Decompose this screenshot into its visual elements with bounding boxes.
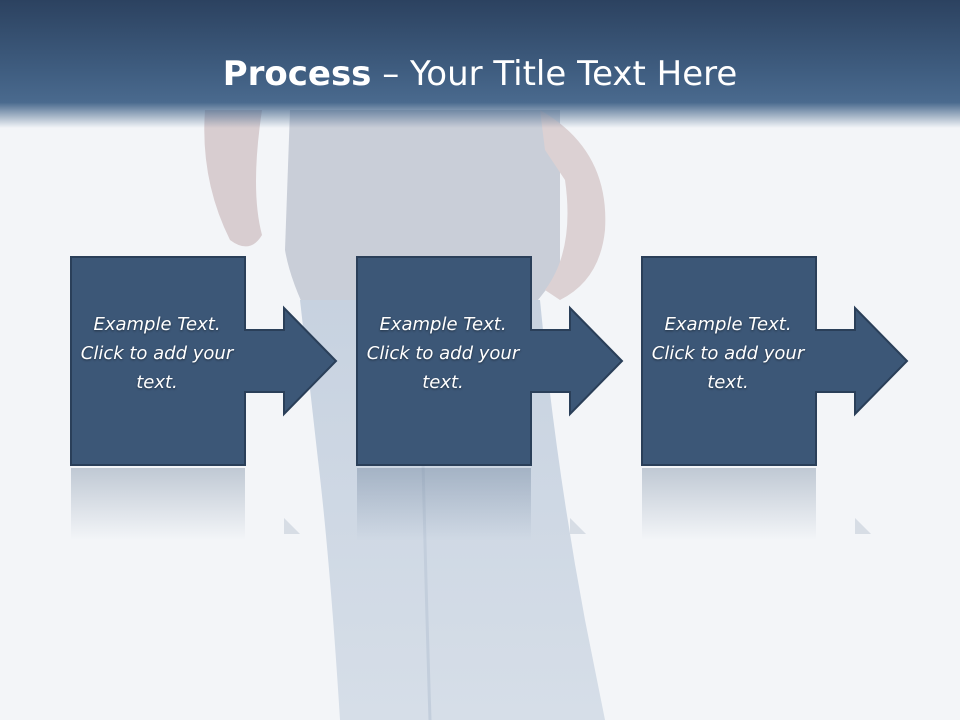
title-bold: Process bbox=[222, 54, 372, 94]
step-text[interactable]: Example Text. Click to add your text. bbox=[80, 314, 234, 393]
process-step-1[interactable]: Example Text. Click to add your text. bbox=[70, 256, 340, 546]
title-rest: – Your Title Text Here bbox=[371, 54, 738, 94]
step-arrow-shape bbox=[70, 256, 338, 540]
step-arrow-shape bbox=[356, 256, 624, 540]
process-step-2[interactable]: Example Text. Click to add your text. bbox=[356, 256, 626, 546]
step-text[interactable]: Example Text. Click to add your text. bbox=[366, 314, 520, 393]
process-step-3[interactable]: Example Text. Click to add your text. bbox=[641, 256, 911, 546]
title-banner: Process – Your Title Text Here bbox=[0, 0, 960, 128]
step-arrow-shape bbox=[641, 256, 909, 540]
slide-title[interactable]: Process – Your Title Text Here bbox=[0, 52, 960, 96]
step-text[interactable]: Example Text. Click to add your text. bbox=[651, 314, 805, 393]
